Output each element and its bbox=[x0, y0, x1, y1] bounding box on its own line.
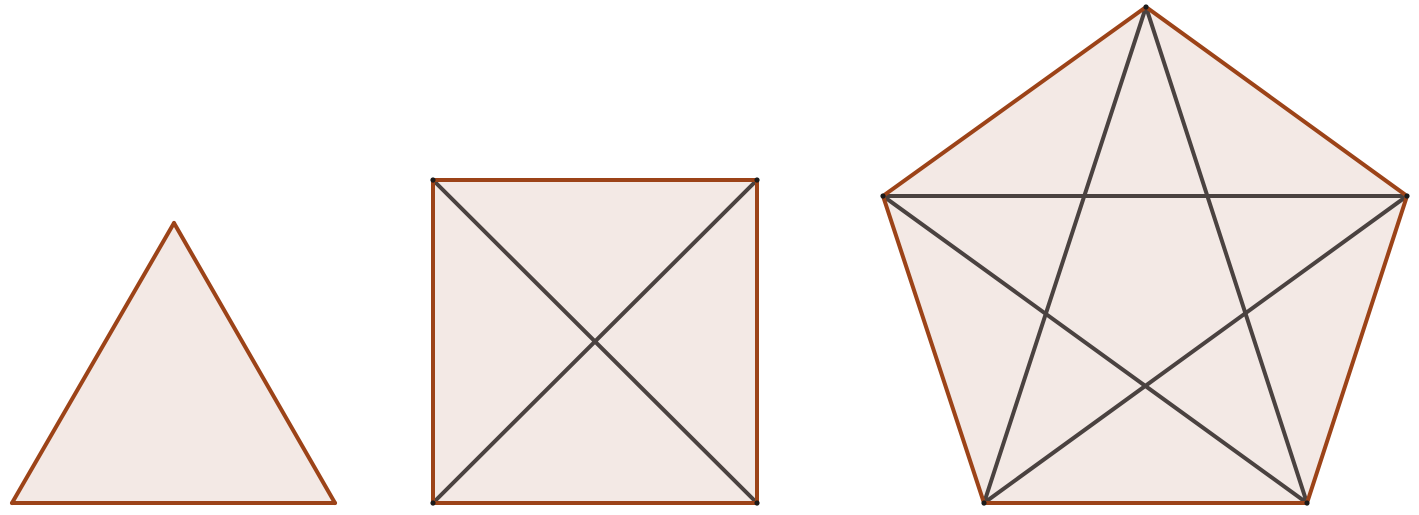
square-vertex-1 bbox=[430, 177, 436, 183]
pentagon-edge-5 bbox=[881, 5, 1148, 198]
pentagon-vertex-1 bbox=[1143, 4, 1149, 10]
pentagon-vertex-4 bbox=[981, 500, 987, 506]
pentagon-vertex-2 bbox=[1404, 193, 1410, 199]
pentagon-edge-1 bbox=[1144, 5, 1409, 198]
pentagon-edge-4 bbox=[881, 194, 986, 505]
pentagon-vertex-5 bbox=[880, 193, 886, 199]
pentagon-edge-2 bbox=[1305, 194, 1409, 505]
square-diagonal-2 bbox=[431, 178, 759, 505]
triangle-edge-1 bbox=[172, 221, 337, 505]
square-vertex-3 bbox=[754, 500, 760, 506]
pentagon-diagonal-2 bbox=[982, 5, 1148, 505]
pentagon-fill bbox=[883, 7, 1407, 503]
pentagon-vertex-3 bbox=[1304, 500, 1310, 506]
square-vertex-2 bbox=[754, 177, 760, 183]
square-vertex-4 bbox=[430, 500, 436, 506]
square-shape bbox=[430, 177, 760, 506]
pentagon-shape bbox=[880, 4, 1410, 506]
shapes-layer bbox=[10, 4, 1410, 506]
triangle-shape bbox=[10, 221, 337, 505]
pentagon-diagonal-1 bbox=[1144, 5, 1309, 505]
triangle-fill bbox=[12, 223, 335, 503]
pentagon-diagonal-5 bbox=[881, 194, 1309, 505]
pentagon-diagonal-3 bbox=[982, 194, 1409, 505]
triangle-edge-3 bbox=[10, 221, 176, 505]
